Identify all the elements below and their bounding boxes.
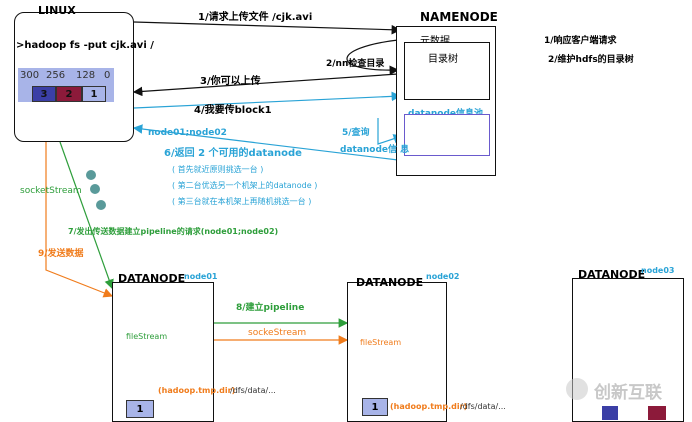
step2-loop-arrow xyxy=(346,39,400,76)
datanode-node03-id: node03 xyxy=(641,266,675,275)
datanode-node02-title: DATANODE xyxy=(356,276,424,289)
offset-300: 300 xyxy=(20,70,40,81)
offset-0: 0 xyxy=(104,70,111,81)
step3-label: 3/你可以上传 xyxy=(200,76,261,87)
step5-label: 5/查询 xyxy=(342,128,370,138)
node01-block-1: 1 xyxy=(126,400,154,418)
block-2: 2 xyxy=(56,86,82,102)
datanode-info-label: datanode信 息 xyxy=(340,145,410,155)
stream-dot xyxy=(86,170,96,180)
datanode-node03-title: DATANODE xyxy=(578,268,646,281)
datanode-node03-box xyxy=(572,278,684,422)
node02-path-rest: /dfs/data/... xyxy=(460,402,506,411)
put-command: >hadoop fs -put cjk.avi / xyxy=(16,40,154,51)
selection-hint-2: ( 第二台优选另一个机架上的datanode ) xyxy=(172,181,318,190)
stream-dot xyxy=(96,200,106,210)
selection-hint-1: ( 首先就近原则挑选一台 ) xyxy=(172,165,264,174)
node02-filestream-label: fileStream xyxy=(360,338,402,347)
block-1: 1 xyxy=(82,86,106,102)
step9-label: 9/发送数据 xyxy=(38,249,84,259)
datanode-node01-box xyxy=(112,282,214,422)
datanode-node01-id: node01 xyxy=(184,272,218,281)
step1-label: 1/请求上传文件 /cjk.avi xyxy=(198,12,313,23)
namenode-duty-1: 1/响应客户端请求 xyxy=(544,36,617,46)
node03-block-blue xyxy=(602,406,618,420)
block-3: 3 xyxy=(32,86,56,102)
selection-hint-3: ( 第三台就在本机架上再随机挑选一台 ) xyxy=(172,197,312,206)
directory-tree-box xyxy=(404,42,490,100)
step4-label: 4/我要传block1 xyxy=(194,105,272,116)
step6-nodes-label: node01;node02 xyxy=(148,128,227,138)
step2-label: 2/nn检查目录 xyxy=(326,59,385,69)
socke-stream-label: sockeStream xyxy=(248,328,307,338)
step7-arrow xyxy=(59,141,114,290)
node01-path-tmp: (hadoop.tmp.dir) xyxy=(158,386,236,395)
socke-stream-arrow xyxy=(195,335,349,353)
step1-arrow xyxy=(133,21,402,35)
node01-path-rest: /dfs/data/... xyxy=(230,386,276,395)
datanode-pool-box xyxy=(404,114,490,156)
node01-filestream-label: fileStream xyxy=(126,332,168,341)
namenode-duty-2: 2/维护hdfs的目录树 xyxy=(548,55,634,65)
datanode-node01-title: DATANODE xyxy=(118,272,186,285)
step5-arrow xyxy=(377,118,404,145)
datanode-node02-id: node02 xyxy=(426,272,460,281)
offset-128: 128 xyxy=(76,70,96,81)
watermark-logo-icon xyxy=(566,378,588,400)
step9-arrow xyxy=(45,142,114,298)
metadata-label: 元数据 xyxy=(420,32,450,47)
node02-path-tmp: (hadoop.tmp.dir) xyxy=(390,402,468,411)
step3-arrow xyxy=(132,73,399,97)
step7-label: 7/发出传送数据建立pipeline的请求(node01;node02) xyxy=(68,227,279,236)
node02-block-1: 1 xyxy=(362,398,388,416)
node03-block-red xyxy=(648,406,666,420)
watermark-text: 创新互联 xyxy=(594,383,662,403)
step8-label: 8/建立pipeline xyxy=(236,303,305,313)
stream-dot xyxy=(90,184,100,194)
directory-tree-label: 目录树 xyxy=(428,54,458,65)
linux-title: LINUX xyxy=(38,4,76,17)
step6-label: 6/返回 2 个可用的datanode xyxy=(164,148,302,159)
step6-arrow xyxy=(132,124,399,161)
socket-stream-label: socketStream xyxy=(20,186,82,196)
namenode-title: NAMENODE xyxy=(420,10,498,24)
step4-arrow xyxy=(133,91,402,109)
offset-256: 256 xyxy=(46,70,66,81)
